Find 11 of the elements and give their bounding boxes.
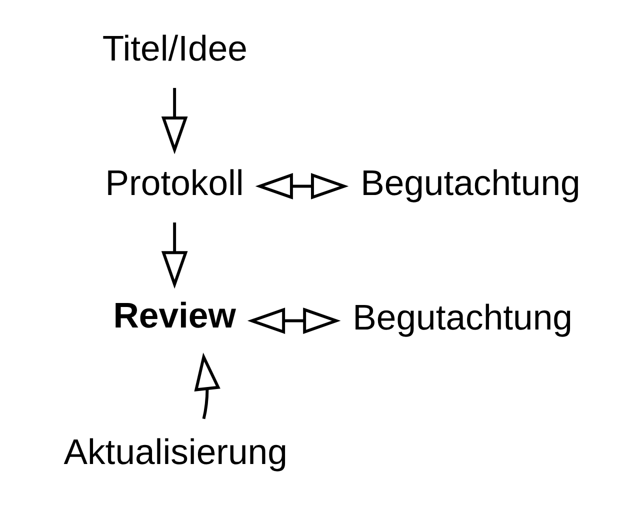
arrow — [161, 88, 188, 154]
node-text: Begutachtung — [360, 162, 580, 203]
node-text: Titel/Idee — [102, 28, 248, 68]
arrow — [255, 173, 349, 200]
node-text: Begutachtung — [352, 297, 572, 338]
arrow — [161, 222, 188, 289]
arrow — [194, 352, 220, 420]
node-text: Aktualisierung — [64, 432, 288, 472]
node-text: Protokoll — [105, 162, 244, 203]
arrow — [247, 308, 341, 334]
node-text: Review — [113, 296, 236, 336]
